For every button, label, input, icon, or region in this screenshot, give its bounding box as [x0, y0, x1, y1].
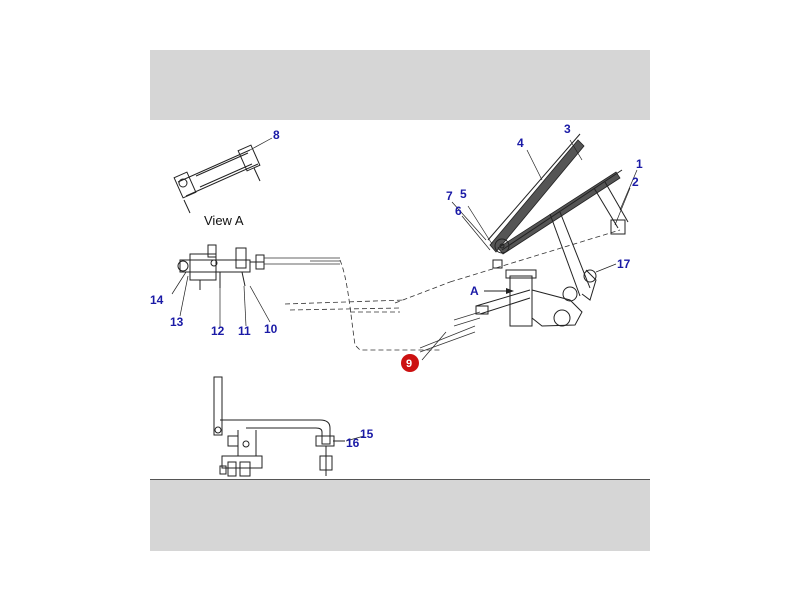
callout-13: 13	[170, 315, 184, 329]
pedal-assembly	[453, 133, 629, 327]
callout-7: 7	[446, 189, 453, 203]
leader-lines	[171, 139, 638, 442]
callout-3: 3	[564, 122, 571, 136]
callout-12: 12	[211, 324, 225, 338]
parts-diagram: View A	[150, 122, 643, 477]
callout-5: 5	[460, 187, 467, 201]
view-a-arrow-head	[506, 288, 514, 294]
view-a-arrow-label: A	[470, 284, 479, 298]
callout-2: 2	[632, 175, 639, 189]
callout-6: 6	[455, 204, 462, 218]
top-gray-band	[150, 50, 650, 120]
callout-10: 10	[264, 322, 278, 336]
view-a-detail	[173, 137, 273, 214]
diagram-frame: View A	[150, 50, 650, 551]
callout-14: 14	[150, 293, 164, 307]
callout-15: 15	[360, 427, 374, 441]
highlight-badge[interactable]	[401, 354, 419, 372]
callout-16: 16	[346, 436, 360, 450]
callout-11: 11	[238, 324, 251, 338]
callout-1: 1	[636, 157, 643, 171]
callout-9-highlighted[interactable]: 9	[406, 358, 412, 370]
callout-17: 17	[617, 257, 631, 271]
bottom-gray-band	[150, 479, 650, 551]
view-a-caption: View A	[204, 213, 244, 228]
left-linkage-assembly	[177, 244, 340, 290]
cable-routing	[284, 229, 621, 353]
callout-4: 4	[517, 136, 524, 150]
lower-bracket	[213, 376, 345, 477]
callout-8: 8	[273, 128, 280, 142]
